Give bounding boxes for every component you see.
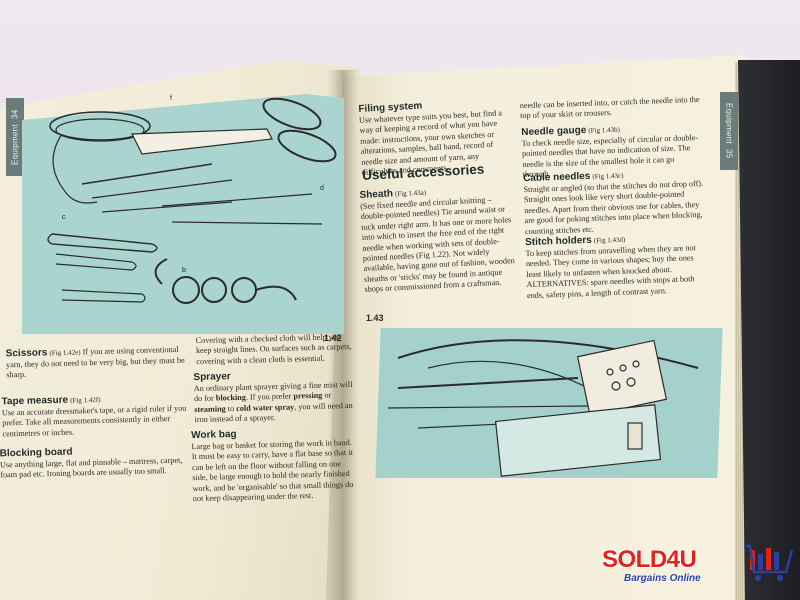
tape-measure-body: Use an accurate dressmaker's tape, or a …	[1, 403, 187, 439]
sprayer-bold-a: blocking	[215, 393, 247, 403]
sheath-body: (See fixed needle and circular knitting …	[359, 195, 515, 295]
cable-needles-body: Straight or angled (so that the stitches…	[523, 178, 704, 236]
scissors-icon	[262, 97, 322, 131]
ring-icon	[172, 276, 200, 304]
sprayer-text-c: or	[322, 390, 332, 401]
tape-measure-fig: (Fig 1.42f)	[70, 395, 101, 405]
sprayer-text-b: . If you prefer	[245, 391, 294, 403]
sold4u-watermark: SOLD4U Bargains Online	[602, 544, 798, 600]
cable-needles-fig: (Fig 1.43c)	[592, 171, 624, 181]
scissors-entry: Scissors (Fig 1.42e) If you are using co…	[6, 344, 189, 382]
covering-text: Covering with a checked cloth will help …	[195, 332, 352, 366]
tape-measure-icon	[49, 111, 151, 141]
sheath-entry: Sheath (Fig 1.43a) (See fixed needle and…	[359, 182, 516, 295]
book-cover	[738, 60, 800, 600]
scissors-tape-pins-drawing: f d c b	[47, 95, 337, 304]
shopping-cart-icon	[744, 544, 794, 581]
stitch-holders-fig: (Fig 1.43d)	[593, 235, 626, 245]
tape-measure-entry: Tape measure (Fig 1.42f) Use an accurate…	[1, 392, 188, 440]
safety-pin-icon	[47, 233, 158, 253]
work-bag-entry: Work bag Large bag or basket for storing…	[191, 426, 355, 505]
scissors-fig: (Fig 1.42e)	[49, 348, 81, 358]
cloth-icon	[494, 404, 662, 477]
left-page-number: 34	[10, 109, 20, 119]
sprayer-entry: Sprayer An ordinary plant sprayer giving…	[193, 368, 354, 426]
svg-text:d: d	[320, 185, 324, 192]
needle-gauge-icon	[576, 339, 668, 417]
svg-text:b: b	[182, 267, 186, 274]
blocking-board-body: Use anything large, flat and pinnable – …	[0, 455, 183, 480]
sprayer-bold-c: steaming	[194, 404, 226, 414]
svg-text:f: f	[170, 95, 172, 102]
blocking-board-entry: Blocking board Use anything large, flat …	[0, 444, 186, 482]
sheath-heading: Sheath	[359, 188, 394, 202]
scissors-heading: Scissors	[5, 347, 48, 360]
needle-gauge-heading: Needle gauge	[521, 124, 587, 139]
work-bag-body: Large bag or basket for storing the work…	[191, 437, 354, 504]
right-side-tab: Equipment 35	[720, 92, 738, 170]
needle-gauge-fig: (Fig 1.43b)	[588, 125, 620, 135]
svg-text:c: c	[62, 214, 66, 221]
stitch-holders-body: To keep stitches from unravelling when t…	[525, 243, 696, 300]
tape-measure-heading: Tape measure	[1, 394, 69, 408]
sprayer-bold-b: pressing	[293, 391, 323, 401]
sprayer-bold-d: cold water spray	[236, 402, 295, 413]
thimble-icon	[627, 422, 643, 450]
needle-icon	[81, 163, 213, 185]
page-edges	[735, 62, 745, 600]
sprayer-text-d: to	[225, 403, 237, 414]
watermark-brand: SOLD4U	[602, 546, 697, 573]
left-side-tab-label: Equipment	[10, 123, 20, 165]
right-page	[326, 55, 746, 600]
fig-142-label: 1.42	[324, 333, 342, 343]
accessories-drawing	[387, 339, 699, 477]
right-page-number: 35	[724, 149, 734, 159]
cable-needles-entry: Cable needles (Fig 1.43c) Straight or an…	[523, 167, 705, 237]
fig-143-label: 1.43	[366, 313, 384, 323]
stitch-holders-entry: Stitch holders (Fig 1.43d) To keep stitc…	[525, 231, 705, 301]
sheath-fig: (Fig 1.43a)	[394, 188, 427, 199]
watermark-tagline: Bargains Online	[624, 573, 701, 584]
right-side-tab-label: Equipment	[724, 103, 734, 145]
